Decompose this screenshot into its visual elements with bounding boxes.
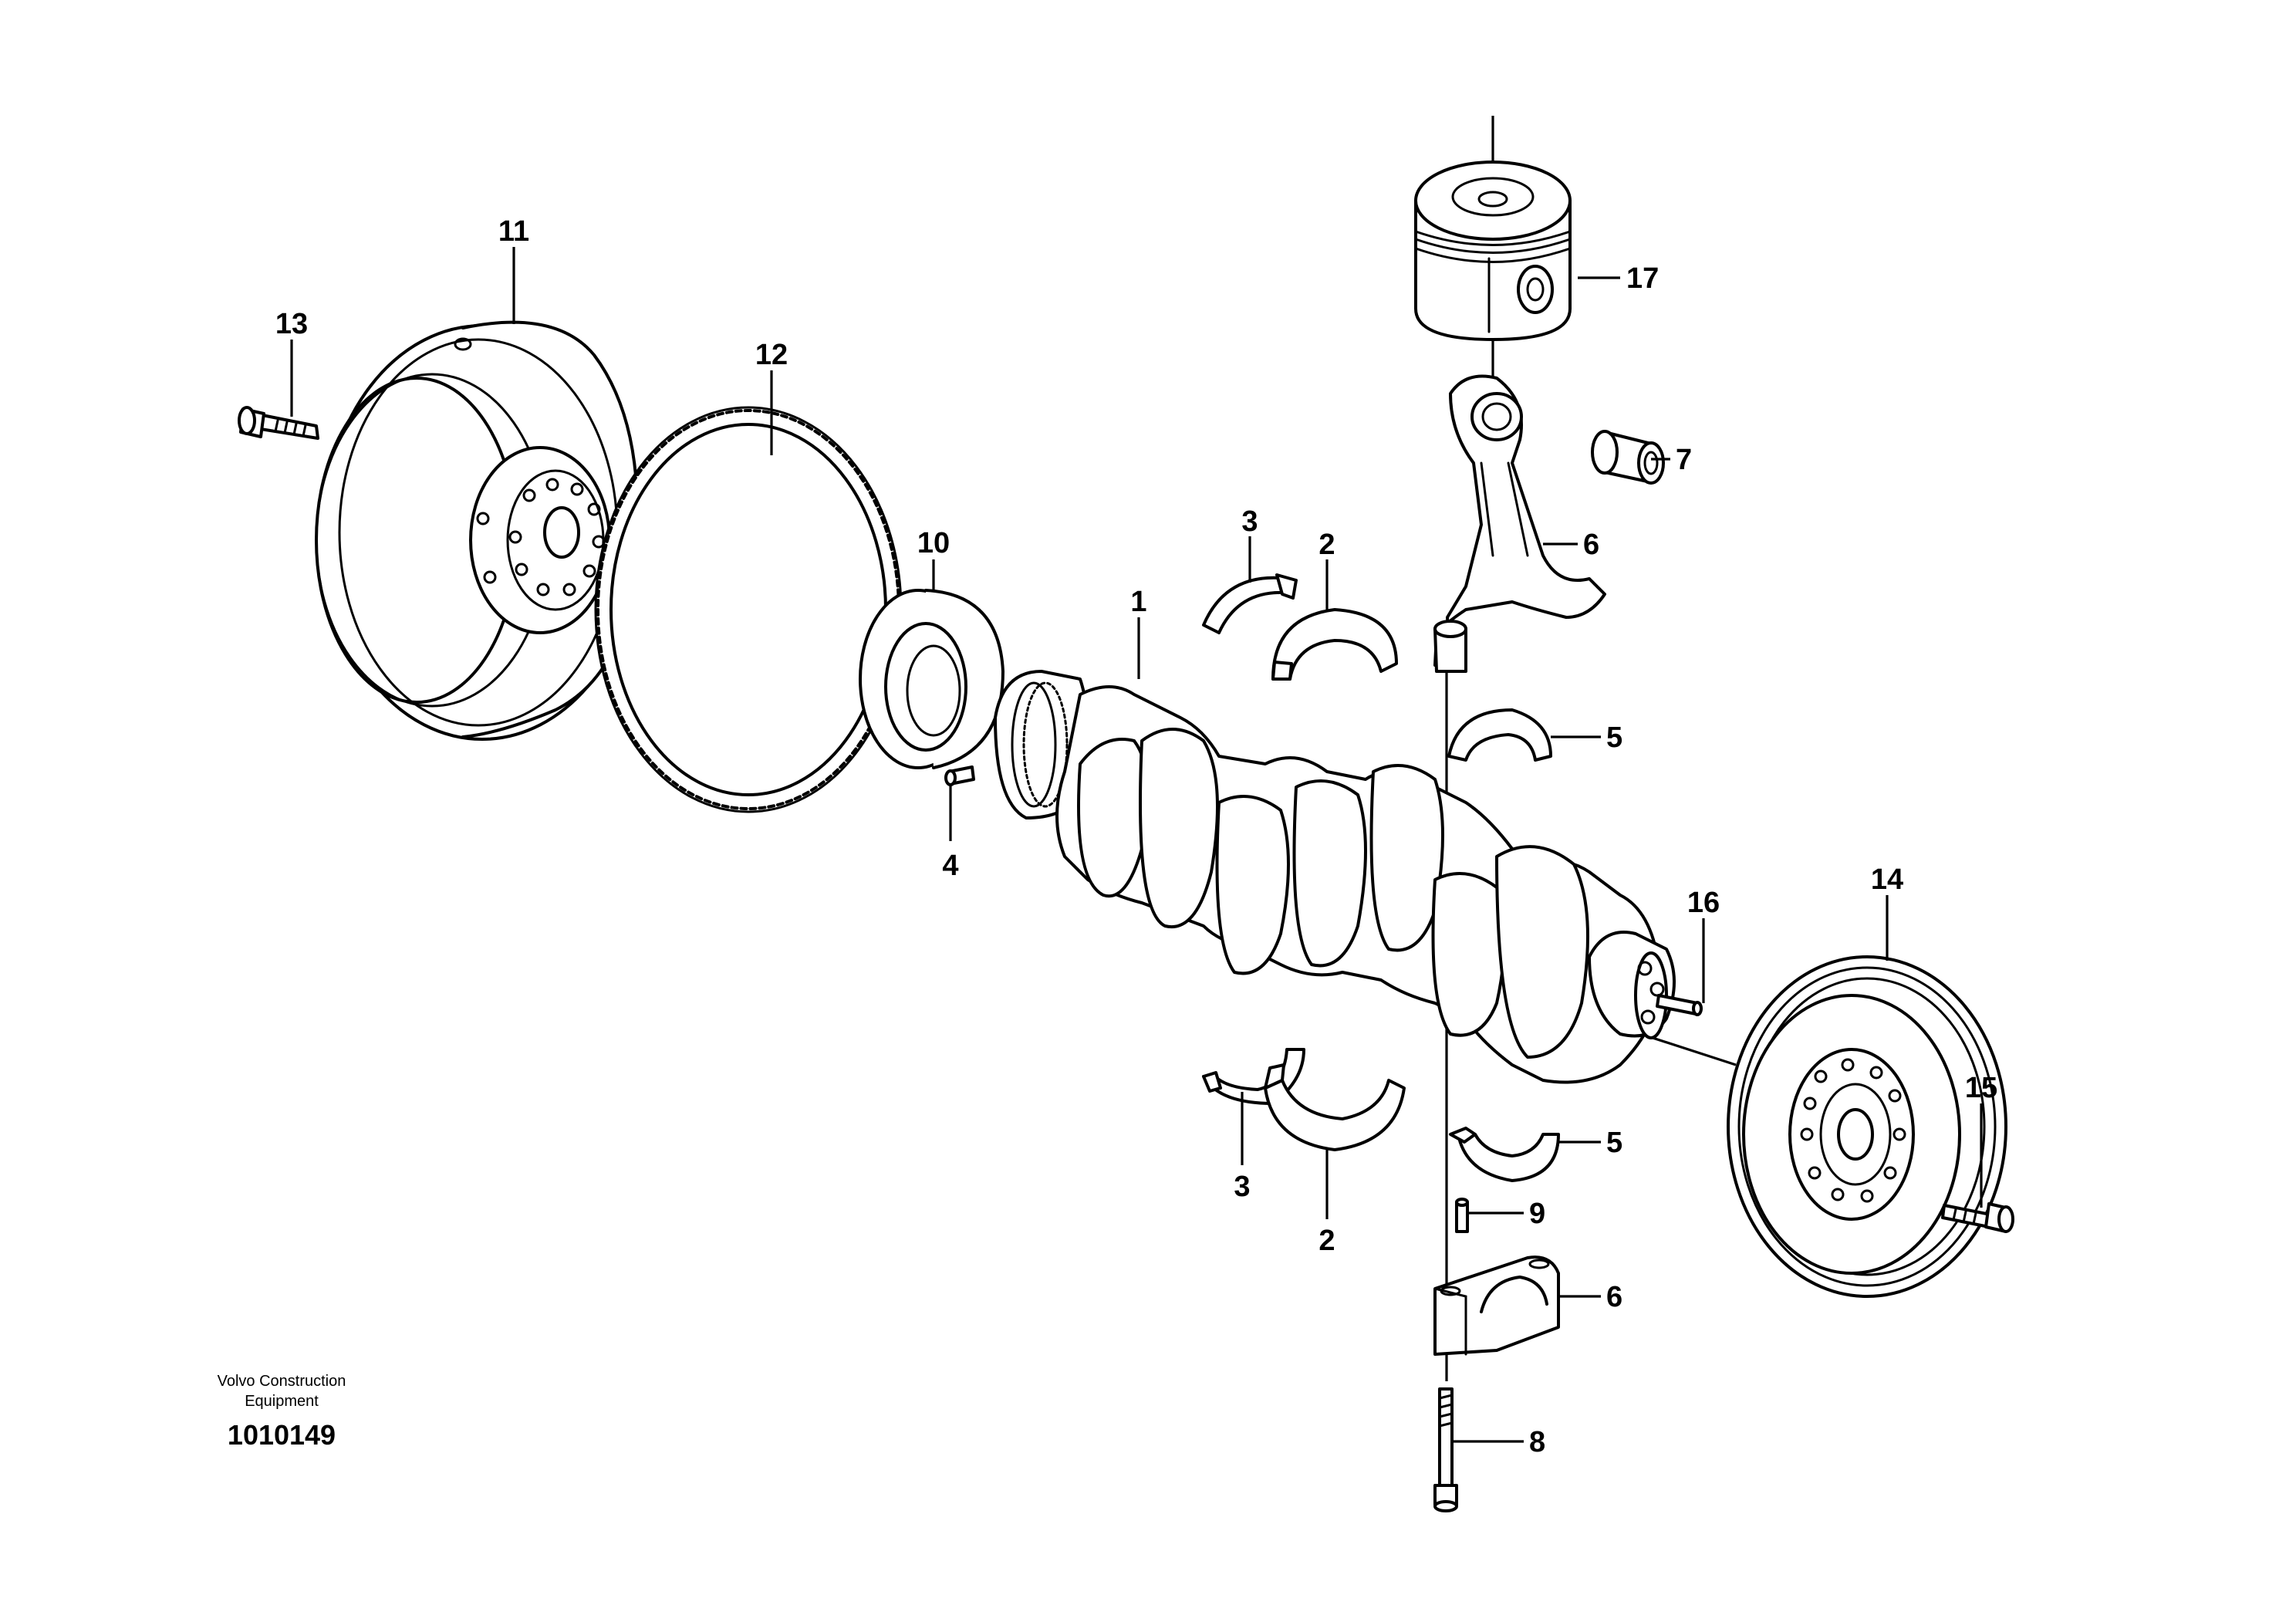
callout-15: 15: [1965, 1072, 1997, 1104]
callout-12: 12: [755, 339, 788, 371]
rod-cap-dowel: [1455, 1198, 1469, 1233]
main-bearing-shell-upper: [1271, 608, 1398, 681]
callout-14: 14: [1871, 863, 1903, 896]
piston-pin-bushing: [1591, 430, 1665, 485]
rod-bearing-shell-lower: [1449, 1127, 1560, 1182]
ring-gear: [594, 406, 903, 813]
callout-1: 1: [1130, 586, 1146, 618]
connecting-rod-bolt: [1433, 1387, 1458, 1512]
rod-bearing-shell-upper: [1447, 708, 1552, 762]
callout-2-lower: 2: [1319, 1225, 1335, 1257]
connecting-rod: [1433, 374, 1606, 673]
callout-2-upper: 2: [1319, 529, 1335, 561]
callout-3-lower: 3: [1234, 1171, 1250, 1203]
crankshaft: [994, 670, 1676, 1084]
piston: [1414, 161, 1572, 341]
callout-8: 8: [1529, 1426, 1545, 1458]
pulley-pin: [1656, 994, 1703, 1016]
leader-lines: [290, 247, 1983, 1443]
callout-10: 10: [917, 527, 950, 559]
credit-line-2: Equipment: [245, 1393, 319, 1410]
callout-5-upper: 5: [1606, 721, 1622, 754]
crankshaft-seal: [859, 589, 1004, 769]
callout-5-lower: 5: [1606, 1127, 1622, 1159]
callout-17: 17: [1626, 262, 1659, 295]
callout-labels: 11 13 12 10 1 4 3 2 17 7 6 5 16 14 15 5 …: [275, 215, 1997, 1458]
credit-line-1: Volvo Construction: [218, 1373, 346, 1390]
callout-11: 11: [498, 215, 529, 248]
crankshaft-pulley: [1727, 955, 2007, 1298]
dowel-pin: [944, 765, 975, 786]
pulley-bolt: [1941, 1202, 2014, 1233]
callout-7: 7: [1676, 444, 1692, 476]
callout-6-rod: 6: [1583, 529, 1599, 561]
callout-9: 9: [1529, 1198, 1545, 1230]
callout-16: 16: [1687, 887, 1720, 919]
main-bearing-shell-lower: [1264, 1063, 1406, 1151]
connecting-rod-cap: [1433, 1255, 1560, 1356]
thrust-washer-upper: [1202, 573, 1298, 634]
callout-6-cap: 6: [1606, 1281, 1622, 1313]
drawing-credit: Volvo Construction Equipment 1010149: [218, 1373, 346, 1451]
flywheel: [315, 320, 642, 741]
callout-13: 13: [275, 308, 308, 340]
flywheel-bolt: [238, 406, 319, 440]
document-number: 1010149: [228, 1419, 336, 1451]
callout-4: 4: [942, 850, 958, 882]
callout-3-upper: 3: [1241, 505, 1258, 538]
